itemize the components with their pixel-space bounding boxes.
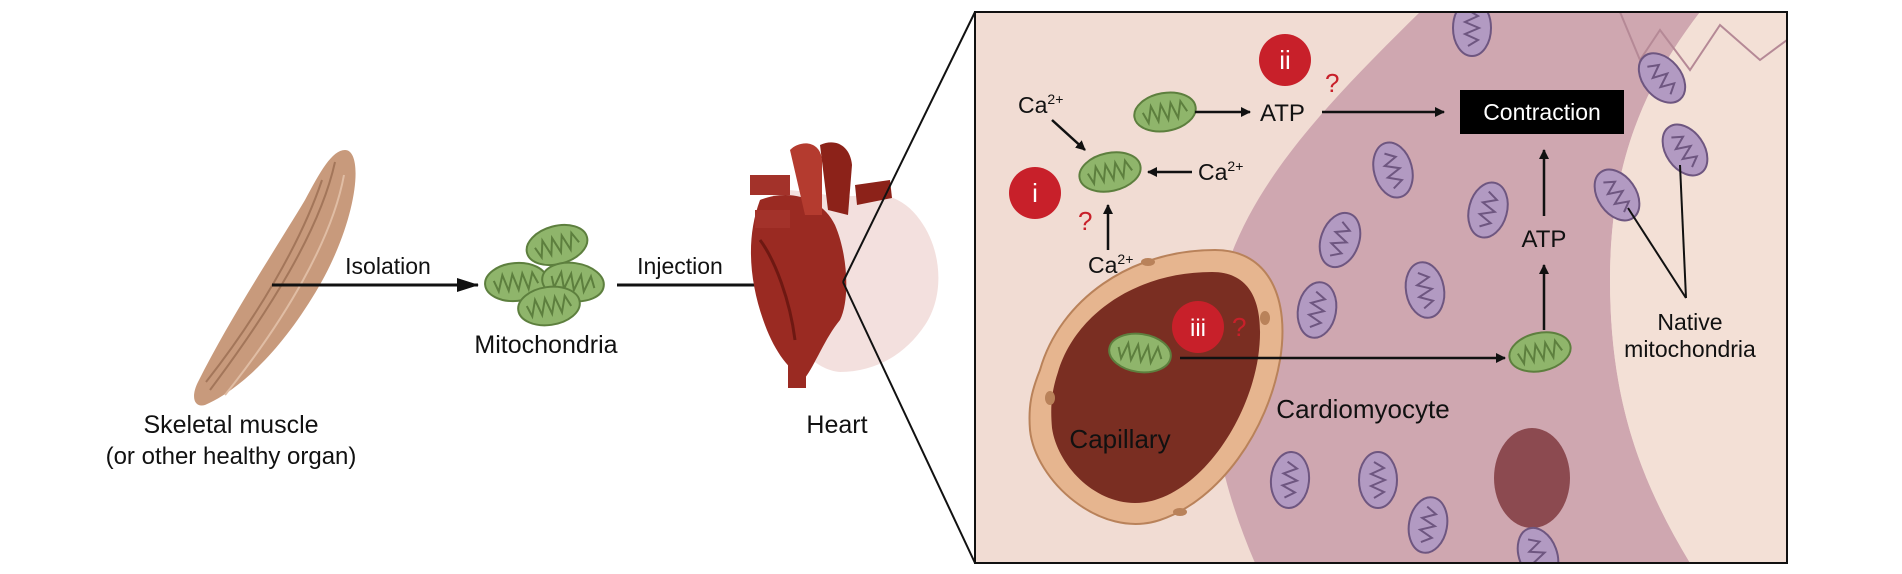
question-mark-i: ?: [1078, 206, 1092, 236]
skeletal-muscle-illustration: [194, 150, 356, 406]
heart-illustration: [750, 142, 939, 388]
calcium-label-bottom: Ca2+: [1088, 251, 1133, 278]
zoom-line-bottom: [842, 281, 976, 564]
badge-i: [1009, 167, 1061, 219]
badge-ii-label: ii: [1279, 45, 1291, 75]
inset-panel: [975, 12, 1787, 563]
mitochondria-label: Mitochondria: [474, 331, 617, 359]
skeletal-muscle-label: Skeletal muscle: [143, 411, 318, 439]
calcium-arrow-top: [1051, 119, 1086, 151]
native-label-line2: mitochondria: [1624, 336, 1756, 362]
badge-i-label: i: [1032, 178, 1038, 208]
heart-label: Heart: [806, 411, 867, 439]
badge-ii: [1259, 34, 1311, 86]
injection-label: Injection: [637, 253, 723, 279]
question-mark-ii: ?: [1325, 68, 1339, 98]
calcium-label-right: Ca2+: [1198, 158, 1243, 185]
cardiomyocyte-label: Cardiomyocyte: [1276, 394, 1449, 424]
contraction-box: [1460, 90, 1624, 134]
inset-frame: [974, 11, 1788, 564]
contraction-label: Contraction: [1483, 99, 1601, 125]
badge-iii-label: iii: [1190, 315, 1206, 342]
native-leader-left: [1627, 207, 1687, 299]
badge-iii: [1172, 301, 1224, 353]
skeletal-muscle-sublabel: (or other healthy organ): [106, 443, 357, 470]
isolation-label: Isolation: [345, 253, 431, 279]
calcium-label-top: Ca2+: [1018, 91, 1063, 118]
isolated-mitochondria-cluster: [482, 217, 608, 331]
native-leader-right: [1679, 164, 1687, 299]
capillary-label: Capillary: [1069, 424, 1170, 454]
native-label-line1: Native: [1657, 309, 1722, 335]
cardiomyocyte-region: [1211, 12, 1700, 563]
question-mark-iii: ?: [1232, 312, 1246, 342]
atp-label-right: ATP: [1522, 226, 1567, 253]
zoom-line-top: [842, 11, 976, 283]
atp-label-top: ATP: [1260, 100, 1305, 127]
